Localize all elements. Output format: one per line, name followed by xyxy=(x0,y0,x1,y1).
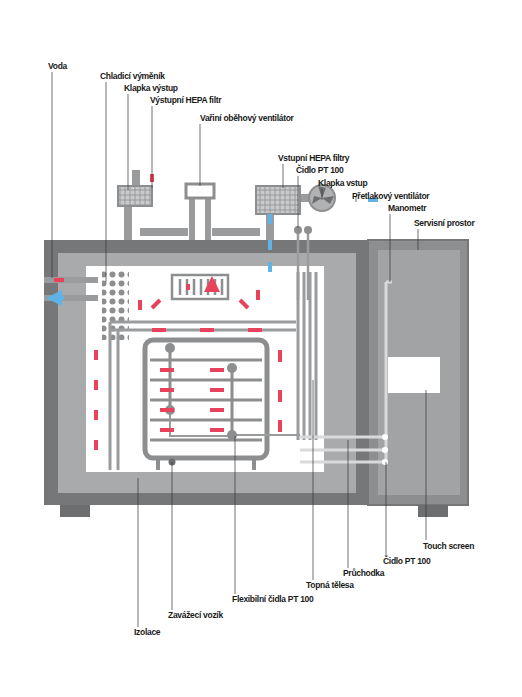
part-label: Klapka vstup xyxy=(318,178,367,188)
sensor-head xyxy=(304,226,312,234)
cold-air-flow xyxy=(54,200,378,298)
flex-probe xyxy=(165,343,175,353)
part-label: Přetlakový ventilátor xyxy=(352,191,429,201)
flex-probe xyxy=(227,430,237,440)
foot xyxy=(418,505,448,517)
pt100-sensor xyxy=(298,230,308,300)
feedthrough-port xyxy=(382,434,388,440)
feedthrough-port xyxy=(382,459,388,465)
circulation-fan-unit xyxy=(172,275,228,299)
part-label: Zavážecí vozík xyxy=(168,610,223,620)
cart-shelves xyxy=(150,348,262,440)
hot-air-flow xyxy=(54,174,280,450)
part-label: Voda xyxy=(48,61,67,71)
cart-leg xyxy=(158,458,254,470)
flex-probe xyxy=(227,363,237,373)
water-pipe xyxy=(44,280,98,298)
part-label: Výstupní HEPA filtr xyxy=(150,95,221,105)
touch-screen xyxy=(388,357,440,393)
rail xyxy=(110,322,296,470)
outlet-hepa-filter xyxy=(118,186,152,206)
part-label: Manometr xyxy=(388,203,426,213)
part-label: Čidlo PT 100 xyxy=(296,165,343,175)
part-label: Izolace xyxy=(134,627,160,637)
chamber-housing xyxy=(44,240,368,505)
part-label: Klapka výstup xyxy=(124,83,178,93)
service-space-inner xyxy=(378,250,460,495)
fan-motor xyxy=(186,184,214,198)
inlet-hepa-filter xyxy=(256,186,300,214)
feedthrough-line xyxy=(300,282,392,462)
loading-cart xyxy=(145,340,267,458)
chamber-interior xyxy=(86,266,324,472)
part-label: Flexibilní čidla PT 100 xyxy=(232,594,313,604)
service-space xyxy=(368,240,468,505)
part-label: Čidlo PT 100 xyxy=(383,556,430,566)
part-label: Topná tělesa xyxy=(306,580,354,590)
part-label: Touch screen xyxy=(423,541,474,551)
part-label: Vařiní oběhový ventilátor xyxy=(200,113,294,123)
part-label: Chladicí výměník xyxy=(100,71,165,81)
part-label: Servisní prostor xyxy=(414,218,474,228)
leader-line xyxy=(52,72,426,627)
fan-blades xyxy=(312,186,334,204)
part-label: Vstupní HEPA filtry xyxy=(278,153,349,163)
foot xyxy=(60,505,90,517)
part-label: Průchodka xyxy=(343,568,384,578)
feedthrough-port xyxy=(382,447,388,453)
insulation xyxy=(58,253,356,493)
